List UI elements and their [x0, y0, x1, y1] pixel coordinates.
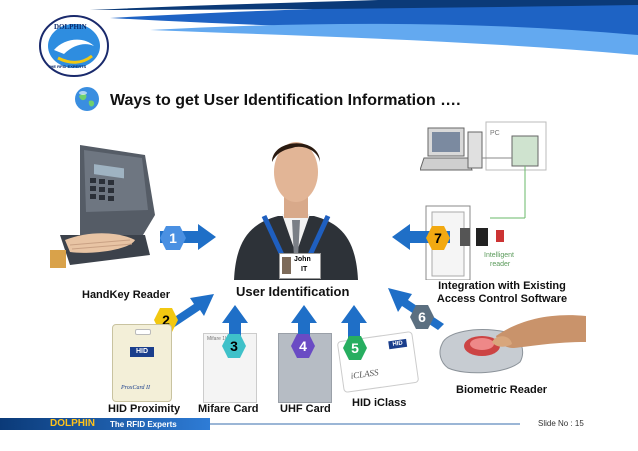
hid-proximity-label: HID Proximity [108, 403, 181, 415]
handkey-reader-label: HandKey Reader [82, 289, 171, 301]
globe-icon [74, 86, 100, 112]
step-4-badge: 4 [291, 334, 315, 358]
page-title: Ways to get User Identification Informat… [110, 92, 461, 109]
step-6-badge: 6 [410, 305, 434, 329]
footer-brand: DOLPHIN [50, 418, 95, 429]
dolphin-logo: DOLPHIN THE RFID EXPERTS [38, 14, 110, 78]
step-1-badge: 1 [160, 226, 186, 250]
hid-proximity-card: HID ProxCard II [112, 324, 172, 402]
mifare-card-label: Mifare Card [198, 403, 259, 415]
step-5-badge: 5 [343, 336, 367, 360]
integration-label-line1: Integration with Existing [438, 280, 566, 292]
hid-iclass-label: HID iClass [352, 397, 407, 409]
logo-text: DOLPHIN [54, 23, 87, 31]
step-7-badge: 7 [426, 226, 450, 250]
pc-label: PC [490, 130, 500, 137]
hid-logo: HID [130, 347, 154, 357]
badge-dept: IT [301, 266, 308, 273]
mifare-card-text: Mifare 1K [207, 336, 229, 342]
uhf-card-label: UHF Card [280, 403, 331, 415]
step-3-badge: 3 [222, 334, 246, 358]
arrow-4 [291, 305, 317, 351]
badge-name: John [294, 256, 311, 263]
handkey-reader-image [50, 140, 162, 280]
id-badge: John IT [279, 253, 321, 279]
card-hole [135, 329, 151, 335]
intelligent-reader-label-1: Intelligent [484, 252, 514, 259]
arrow-3 [222, 305, 248, 351]
slide-number: Slide No : 15 [538, 419, 584, 428]
header-swoosh [90, 0, 638, 55]
proxcard-text: ProxCard II [121, 385, 151, 391]
biometric-reader-label: Biometric Reader [456, 384, 548, 396]
arrow-1 [160, 224, 216, 250]
footer-line [210, 423, 520, 425]
logo-ring-text: THE RFID EXPERTS [48, 64, 87, 69]
intelligent-reader-label-2: reader [490, 261, 511, 268]
arrow-5 [341, 305, 367, 351]
user-identification-label: User Identification [236, 284, 350, 299]
footer-bar: DOLPHIN The RFID Experts Slide No : 15 [0, 418, 638, 432]
footer-tagline: The RFID Experts [110, 420, 177, 429]
badge-photo [282, 257, 291, 274]
integration-label-line2: Access Control Software [436, 293, 568, 305]
footer-dark-band [0, 418, 210, 430]
access-control-diagram: PC Intelligent reader [419, 118, 560, 281]
biometric-reader-image [436, 312, 586, 384]
iclass-text: iCLASS [349, 367, 380, 381]
arrow-7 [392, 224, 450, 250]
iclass-hid-logo: HID [388, 338, 408, 350]
